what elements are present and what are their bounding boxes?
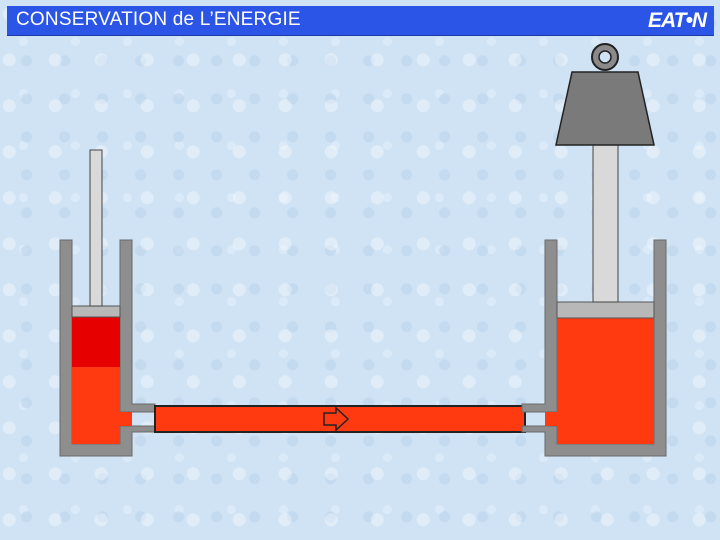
left-piston-rod [89,149,103,307]
weight-body [555,71,655,146]
title-bar: CONSERVATION de L’ENERGIE EAT•N [7,6,714,36]
eaton-logo: EAT•N [648,9,707,32]
arrow-right-icon [323,406,350,432]
right-piston-rod [592,143,619,303]
page-title: CONSERVATION de L’ENERGIE [16,9,301,30]
left-piston [71,305,121,318]
connecting-pipe [154,405,526,433]
left-port-fluid [120,412,132,426]
weight-ring-hole [598,50,612,64]
right-cylinder [521,143,667,457]
right-piston [556,301,655,319]
right-cylinder-wall-left [521,239,558,413]
left-fluid [72,367,120,444]
right-port-fluid [545,412,557,426]
left-cylinder [59,149,156,457]
weight-icon [555,43,655,146]
right-fluid [557,318,654,444]
left-cylinder-wall-right [119,239,156,413]
left-fluid-displaced [72,317,120,367]
